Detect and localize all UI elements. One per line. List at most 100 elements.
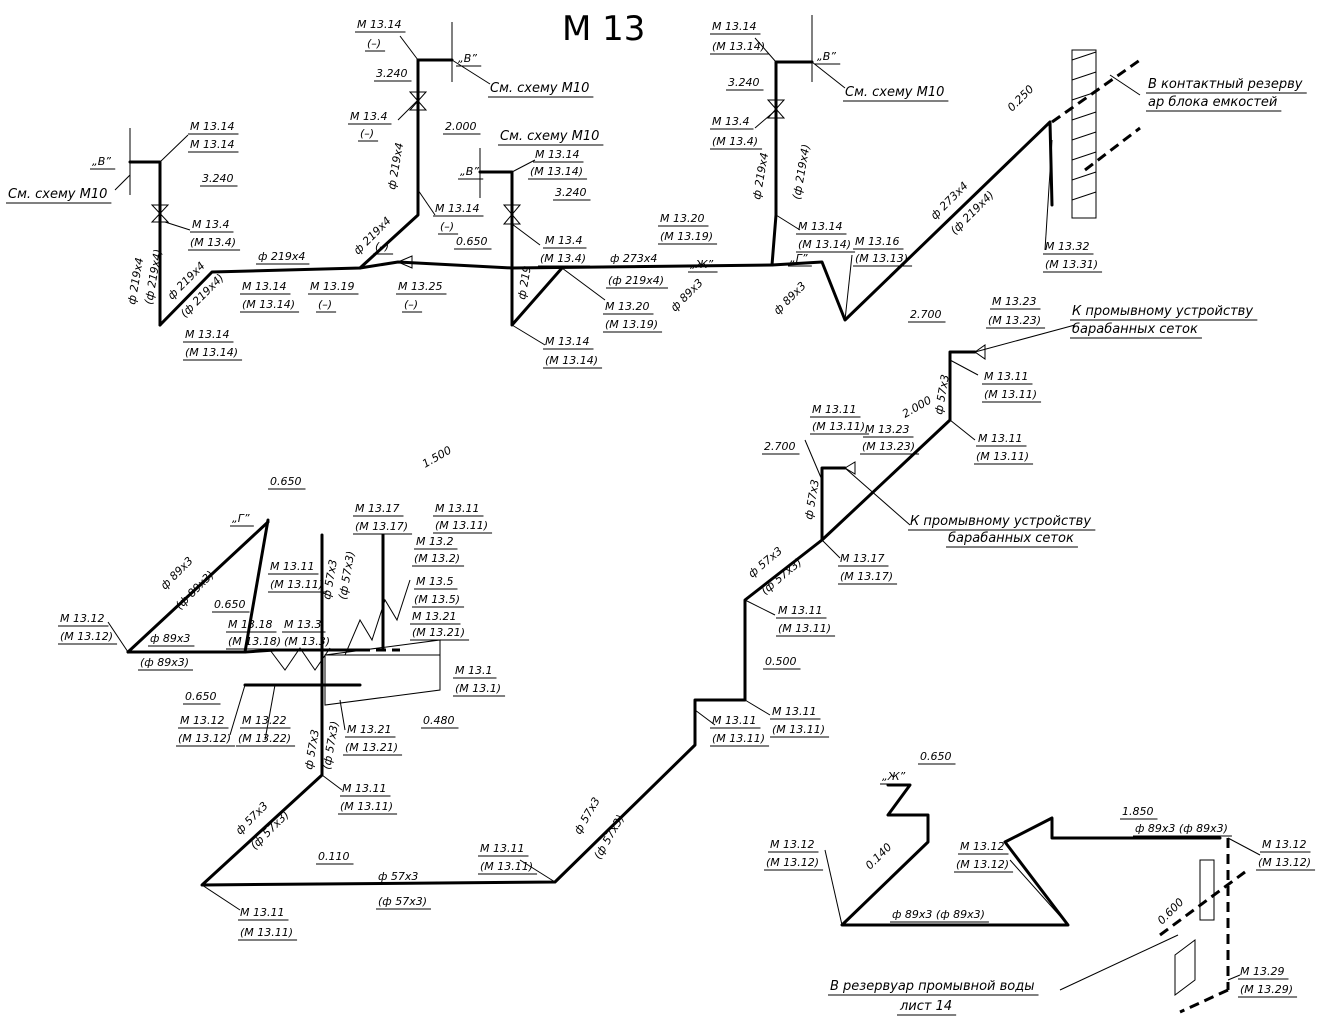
lbl: „В”	[458, 52, 477, 65]
lbl: См. схему М10	[845, 85, 944, 100]
lbl: „Ж”	[882, 770, 906, 783]
lbl: (М 13.12)	[178, 732, 231, 745]
leader-lines	[107, 35, 1261, 991]
lbl: М 13.14	[535, 148, 579, 161]
lbl: (М 13.23)	[988, 314, 1041, 327]
lbl: „Г”	[232, 512, 250, 525]
lbl: ф 219х4	[385, 142, 406, 191]
lbl: ф 273х4	[610, 252, 657, 265]
lbl: М 13.11	[240, 906, 284, 919]
lbl: См. схему М10	[8, 187, 107, 202]
lbl: М 13.11	[984, 370, 1028, 383]
lbl: (ф 57х3)	[591, 813, 627, 862]
lbl: М 13.11	[812, 403, 856, 416]
lbl: М 13.16	[855, 235, 899, 248]
lbl: См. схему М10	[490, 81, 589, 96]
lbl: М 13.4	[545, 234, 582, 247]
lbl: М 13.17	[840, 552, 884, 565]
lbl: М 13.19	[310, 280, 354, 293]
lbl: ар блока емкостей	[1148, 95, 1277, 110]
lbl: М 13.11	[270, 560, 314, 573]
lbl: (М 13.14)	[242, 298, 295, 311]
lbl: (М 13.21)	[412, 626, 465, 639]
lbl: (–)	[440, 220, 454, 233]
lbl: (ф 219х4)	[790, 143, 813, 200]
lbl: (М 13.5)	[414, 593, 460, 606]
lbl: (М 13.14)	[185, 346, 238, 359]
lbl: (М 13.12)	[766, 856, 819, 869]
lbl: ф 89х3	[771, 279, 809, 317]
lbl: барабанных сеток	[1072, 322, 1198, 337]
lbl: (М 13.11)	[480, 860, 533, 873]
lbl: М 13.11	[712, 714, 756, 727]
lbl: (–)	[367, 37, 381, 50]
lbl: (М 13.12)	[60, 630, 113, 643]
lbl: М 13.11	[342, 782, 386, 795]
lbl: М 13.14	[242, 280, 286, 293]
lbl: (М 13.14)	[545, 354, 598, 367]
lbl: (–)	[360, 127, 374, 140]
lbl: „В”	[92, 155, 111, 168]
lbl: М 13.23	[992, 295, 1036, 308]
lbl: М 13.11	[772, 705, 816, 718]
lbl: (М 13.4)	[540, 252, 586, 265]
lbl: (М 13.19)	[660, 230, 713, 243]
lbl: (М 13.31)	[1045, 258, 1098, 271]
lbl: ф 89х3	[668, 276, 706, 314]
lbl: М 13.23	[865, 423, 909, 436]
lbl: М 13.12	[60, 612, 104, 625]
lbl: (М 13.11)	[712, 732, 765, 745]
lbl: 2.000	[900, 394, 934, 421]
lbl: М 13.22	[242, 714, 286, 727]
lbl: 2.700	[910, 308, 942, 321]
lbl: В контактный резерву	[1148, 77, 1303, 92]
lbl: 0.250	[1005, 83, 1036, 114]
lbl: ф 89х3 (ф 89х3)	[1135, 822, 1228, 835]
lbl: ф 219	[515, 265, 534, 301]
lbl: М 13.12	[960, 840, 1004, 853]
valve-symbols-upper	[150, 91, 786, 269]
lbl: М 13.12	[180, 714, 224, 727]
lbl: 2.000	[445, 120, 477, 133]
lbl: (М 13.4)	[712, 135, 758, 148]
lbl: лист 14	[899, 999, 952, 1014]
lbl: М 13.1	[455, 664, 492, 677]
lbl: М 13.25	[398, 280, 442, 293]
lbl: (М 13.21)	[345, 741, 398, 754]
lbl: М 13.12	[1262, 838, 1306, 851]
lbl: (М 13.4)	[190, 236, 236, 249]
lbl: М 13.14	[545, 335, 589, 348]
lbl: См. схему М10	[500, 129, 599, 144]
lbl: ф 57х3	[802, 478, 822, 520]
lbl: ф 219х4	[750, 152, 771, 201]
lbl: В резервуар промывной воды	[830, 979, 1035, 994]
lbl: (М 13.17)	[840, 570, 893, 583]
lbl: 0.600	[1155, 896, 1186, 927]
lbl: 1.500	[420, 444, 454, 471]
lbl: (ф 57х3)	[336, 550, 357, 601]
lbl: 0.110	[318, 850, 350, 863]
lbl: М 13.2	[416, 535, 453, 548]
lbl: М 13.29	[1240, 965, 1284, 978]
lbl: „В”	[817, 50, 836, 63]
lbl: (М 13.22)	[238, 732, 291, 745]
lbl: М 13.21	[412, 610, 456, 623]
lbl: К промывному устройству	[910, 514, 1091, 529]
tank-wall-upper	[1071, 49, 1141, 219]
lbl: 0.650	[270, 475, 302, 488]
lbl: 0.650	[456, 235, 488, 248]
pipes-bottom-right	[840, 783, 1246, 1014]
lbl: (М 13.12)	[1258, 856, 1311, 869]
lbl: (М 13.2)	[414, 552, 460, 565]
lbl: 0.500	[765, 655, 797, 668]
lbl: (М 13.14)	[530, 165, 583, 178]
lbl: М 13.20	[660, 212, 704, 225]
lbl: (М 13.13)	[855, 252, 908, 265]
lbl: 3.240	[728, 76, 760, 89]
lbl: (М 13.11)	[976, 450, 1029, 463]
lbl: (–)	[318, 298, 332, 311]
lbl: ф 57х3	[378, 870, 418, 883]
pipes-left-cluster	[126, 518, 441, 706]
lbl: ф 57х3	[302, 728, 322, 770]
